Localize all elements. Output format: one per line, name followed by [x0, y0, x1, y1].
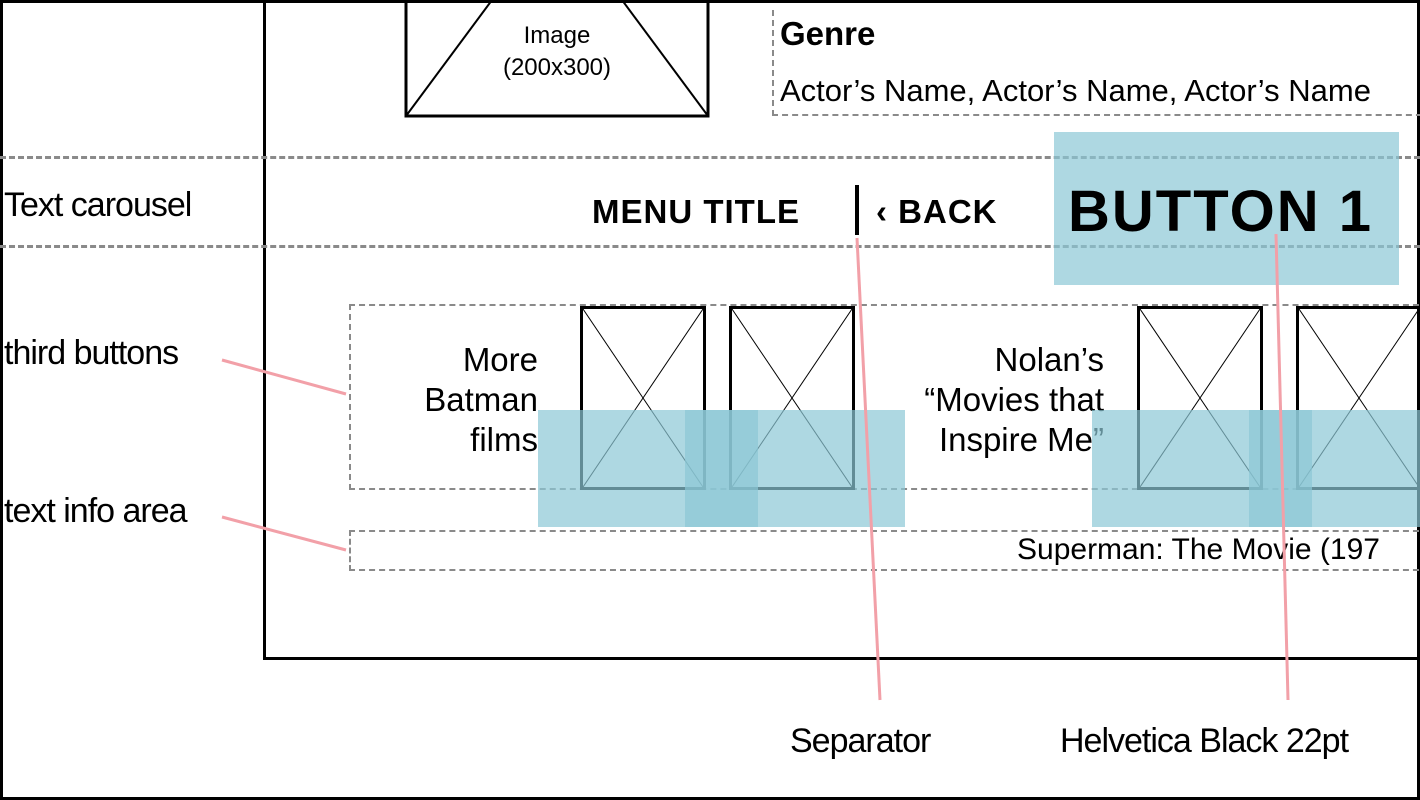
row-1-label-line: More — [462, 341, 538, 378]
annotation-font: Helvetica Black 22pt — [1060, 722, 1349, 760]
poster-placeholder-shape — [404, 0, 710, 118]
button-1-highlight — [1054, 132, 1399, 285]
row-2-label-line: Nolan’s — [994, 341, 1104, 378]
callout-line-separator — [855, 237, 882, 701]
callout-line-info-area — [221, 515, 347, 552]
carousel-guide-top — [0, 156, 1420, 159]
row-2-label-line: Inspire Me” — [938, 421, 1104, 458]
annotation-text-carousel: Text carousel — [4, 186, 192, 224]
text-info-area — [349, 530, 1420, 571]
callout-line-font — [1274, 233, 1290, 701]
poster-image-placeholder: Image (200x300) — [404, 0, 710, 118]
annotation-separator: Separator — [790, 722, 931, 760]
image-placeholder-label: Image — [523, 22, 591, 49]
callout-line-third-buttons — [221, 358, 347, 396]
carousel-separator — [855, 185, 859, 235]
genre-label: Genre — [780, 15, 876, 52]
thumbnail-highlight — [1249, 410, 1420, 527]
annotation-third-buttons: third buttons — [4, 334, 179, 372]
row-2-label-line: “Movies that — [924, 381, 1104, 418]
button-1[interactable]: BUTTON 1 — [1068, 179, 1373, 244]
menu-title: MENU TITLE — [592, 193, 800, 230]
screen-frame — [263, 0, 1420, 660]
metadata-box — [772, 10, 1420, 116]
actors-list: Actor’s Name, Actor’s Name, Actor’s Name — [780, 73, 1371, 108]
annotation-text-info-area: text info area — [4, 492, 188, 530]
row-1-label[interactable]: More Batman films — [380, 340, 538, 460]
row-2-label[interactable]: Nolan’s “Movies that Inspire Me” — [880, 340, 1104, 460]
info-text: Superman: The Movie (197 — [1017, 533, 1380, 566]
image-placeholder-size: (200x300) — [502, 54, 612, 81]
row-1-label-line: films — [470, 421, 538, 458]
carousel-guide-bottom — [0, 245, 1420, 248]
row-1-label-line: Batman — [424, 381, 538, 418]
back-button[interactable]: ‹ BACK — [876, 193, 998, 230]
